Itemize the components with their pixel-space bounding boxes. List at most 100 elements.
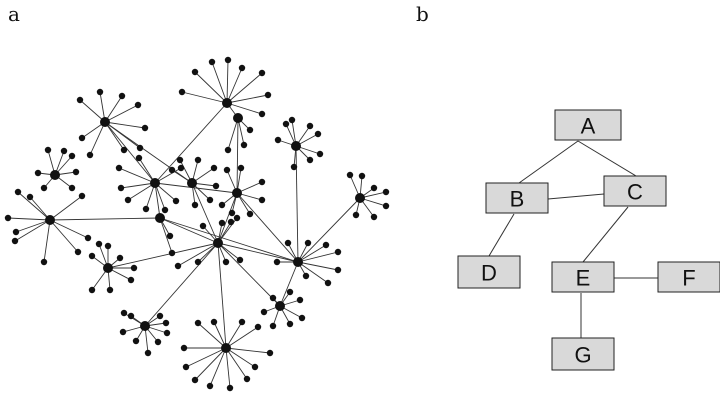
edge-c-e [582, 206, 629, 263]
network-leaf-node [243, 375, 251, 383]
network-leaf-node [258, 110, 266, 118]
network-leaf-node [116, 254, 124, 262]
network-hub-node [155, 213, 165, 223]
network-leaf-node [132, 337, 140, 345]
network-hub-node [293, 257, 303, 267]
network-leaf-node [95, 240, 103, 248]
network-leaf-node [352, 211, 360, 219]
network-leaf-node [68, 184, 76, 192]
network-leaf-node [44, 146, 52, 154]
network-leaf-node [302, 272, 310, 280]
network-leaf-node [382, 202, 390, 210]
network-spoke [154, 167, 182, 184]
network-spoke [225, 326, 259, 349]
network-leaf-node [206, 382, 214, 390]
network-spoke [104, 121, 141, 149]
network-leaf-node [4, 214, 12, 222]
network-leaf-node [334, 248, 342, 256]
network-leaf-node [324, 279, 332, 287]
network-leaf-node [194, 156, 202, 164]
network-leaf-node [258, 178, 266, 186]
network-link [217, 242, 227, 349]
network-link [154, 102, 228, 184]
network-leaf-node [178, 88, 186, 96]
network-leaf-node [174, 262, 182, 270]
network-link [217, 242, 281, 307]
network-leaf-node [236, 256, 244, 264]
network-leaf-node [166, 232, 174, 240]
network-leaf-node [260, 308, 268, 316]
network-link [144, 242, 219, 327]
network-leaf-node [240, 141, 248, 149]
network-spoke [185, 347, 227, 368]
network-hub-node [100, 117, 110, 127]
network-spoke [197, 322, 227, 349]
edge-b-c [547, 193, 605, 200]
network-leaf-node [370, 213, 378, 221]
network-link [104, 121, 156, 184]
network-leaf-node [206, 196, 214, 204]
network-leaf-node [104, 242, 112, 250]
node-box-g [551, 337, 615, 371]
node-box-c [603, 175, 667, 207]
network-spoke [225, 347, 271, 354]
network-leaf-node [238, 318, 246, 326]
network-spoke [177, 242, 219, 267]
node-label-b: B [510, 187, 525, 212]
network-spoke [297, 244, 327, 263]
network-leaf-node [346, 171, 354, 179]
network-spoke [226, 72, 263, 104]
network-spoke [118, 167, 156, 184]
network-link [154, 182, 161, 219]
network-spoke [211, 61, 228, 104]
network-link [159, 217, 299, 263]
network-leaf-node [78, 192, 86, 200]
network-leaf-node [68, 152, 76, 160]
network-leaf-node [88, 286, 96, 294]
network-spoke [226, 102, 263, 115]
network-hub-node [140, 321, 150, 331]
network-leaf-node [258, 69, 266, 77]
network-leaf-node [210, 318, 218, 326]
network-leaf-node [60, 147, 68, 155]
network-spoke [226, 67, 243, 104]
network-leaf-node [228, 209, 236, 217]
node-box-a [554, 109, 622, 141]
edge-b-d [488, 213, 515, 257]
network-leaf-node [208, 58, 216, 66]
network-leaf-node [106, 286, 114, 294]
network-leaf-node [182, 363, 190, 371]
network-link [107, 242, 219, 269]
node-e: E [551, 261, 615, 293]
network-link [159, 217, 219, 244]
network-hub-node [355, 193, 365, 203]
network-leaf-node [130, 264, 138, 272]
network-leaf-node [194, 258, 202, 266]
network-leaf-node [212, 182, 220, 190]
network-leaf-node [358, 172, 366, 180]
network-link [49, 217, 161, 221]
network-hub-node [291, 141, 301, 151]
network-leaf-node [224, 146, 232, 154]
network-leaf-node [274, 136, 282, 144]
network-hub-node [187, 178, 197, 188]
network-leaf-node [163, 329, 171, 337]
network-leaf-node [218, 219, 226, 227]
network-spoke [297, 251, 339, 263]
network-leaf-node [172, 197, 180, 205]
network-spoke [14, 219, 51, 242]
network-hub-node [233, 113, 243, 123]
node-d: D [457, 255, 521, 289]
network-leaf-node [136, 144, 144, 152]
network-leaf-node [127, 276, 135, 284]
network-leaf-node [34, 169, 42, 177]
network-leaf-node [264, 91, 272, 99]
network-spoke [17, 191, 51, 221]
network-spoke [89, 121, 106, 156]
node-f: F [657, 261, 720, 293]
network-leaf-node [223, 166, 231, 174]
network-leaf-node [382, 188, 390, 196]
network-spoke [49, 219, 89, 239]
network-leaf-node [227, 218, 235, 226]
